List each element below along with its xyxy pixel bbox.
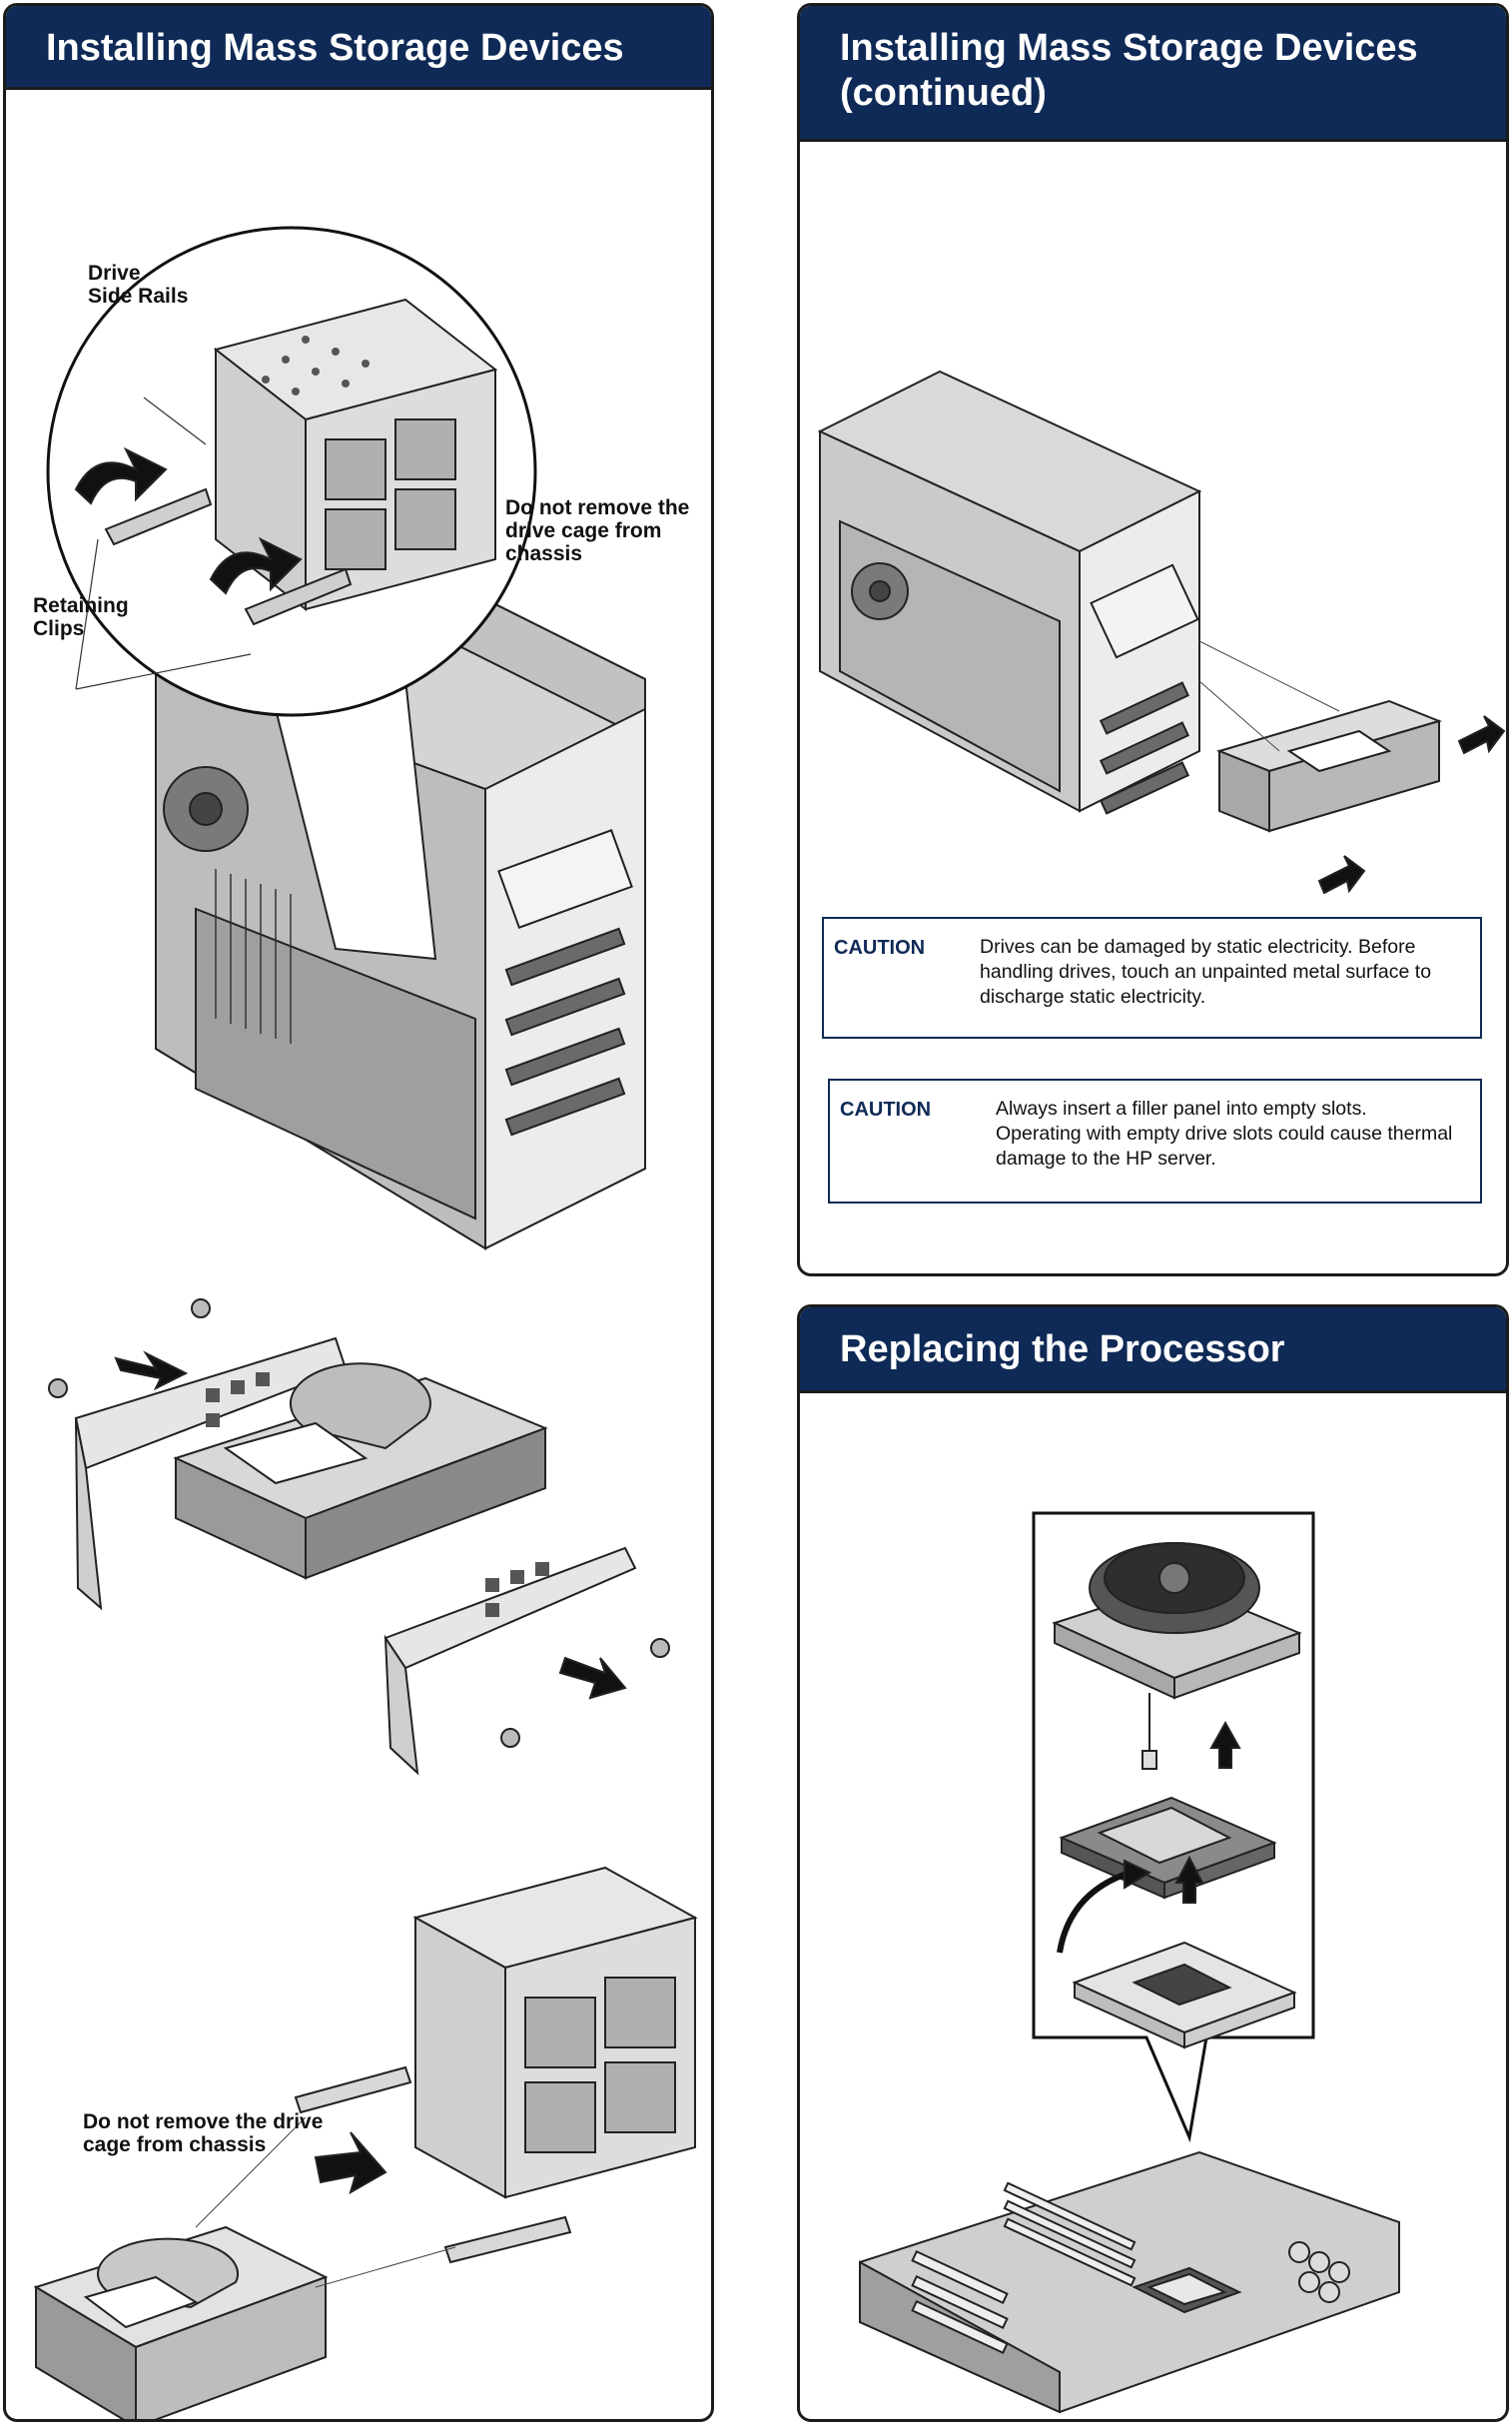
left-panel: Installing Mass Storage Devices [3,3,714,2422]
caution-box-filler: CAUTION Always insert a filler panel int… [828,1079,1482,1204]
drive-side-rails-label: Drive Side Rails [88,262,189,308]
left-panel-title: Installing Mass Storage Devices [6,6,711,90]
caution-box-static: CAUTION Drives can be damaged by static … [822,917,1482,1039]
right-bottom-panel-title: Replacing the Processor [800,1307,1506,1393]
right-top-panel: Installing Mass Storage Devices (continu… [797,3,1509,1276]
caution-text: Drives can be damaged by static electric… [980,936,1432,1008]
drive-insert-cage-illustration [33,1866,698,2419]
drive-rails-attach-illustration [48,1298,670,1776]
right-top-panel-title: Installing Mass Storage Devices (continu… [800,6,1506,142]
caution-label: CAUTION [840,1099,932,1121]
retaining-clips-label: Retaining Clips [33,594,129,640]
processor-replacement-illustration [859,1511,1400,2414]
do-not-remove-label-1: Do not remove the drive cage from chassi… [505,496,690,565]
do-not-remove-label-2: Do not remove the drive cage from chassi… [83,2110,324,2156]
right-bottom-panel: Replacing the Processor [797,1304,1509,2422]
caution-label: CAUTION [834,937,926,959]
hot-plug-drive-illustration [817,370,1506,895]
drive-cage-removal-illustration [46,226,646,1250]
caution-text: Always insert a filler panel into empty … [996,1098,1453,1170]
